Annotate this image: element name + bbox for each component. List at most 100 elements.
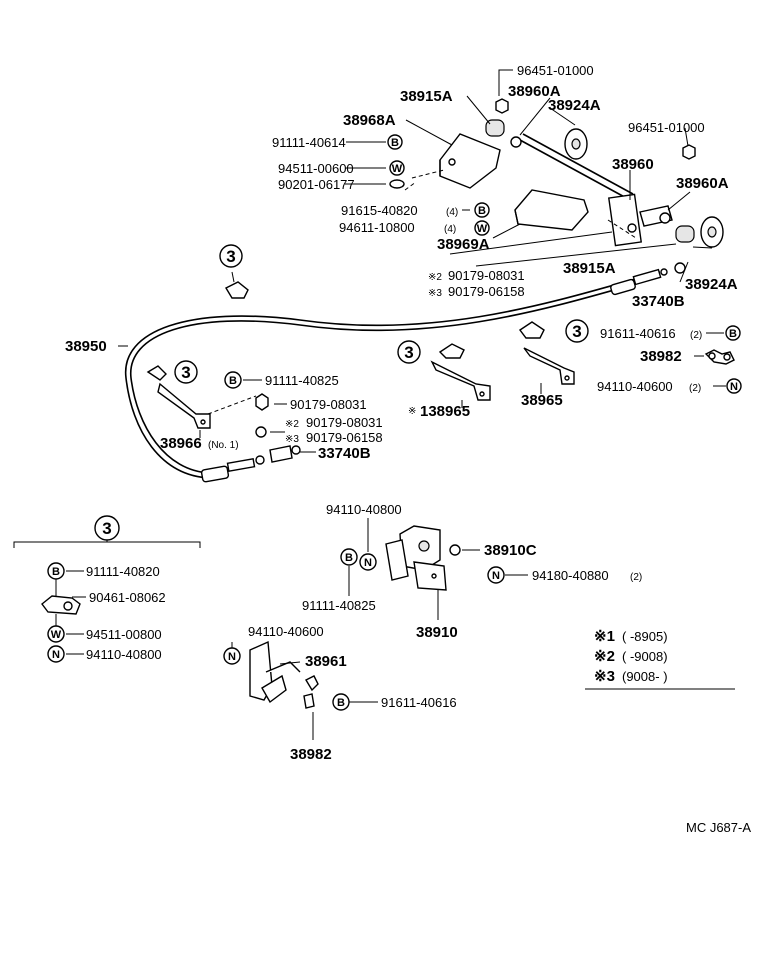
label-94511-00600: 94511-00600 (278, 161, 354, 176)
svg-text:3: 3 (226, 247, 235, 266)
legend-range-3: (9008- ) (622, 669, 668, 684)
nut-90179-08031 (255, 393, 269, 411)
label-94511-00800: 94511-00800 (86, 627, 162, 642)
label-90461-08062: 90461-08062 (89, 590, 166, 605)
bracket-138965 (430, 360, 491, 401)
label-38965: 38965 (521, 392, 563, 409)
label-94110-40600-right: 94110-40600 (597, 379, 673, 394)
clip-38982-center (303, 675, 319, 709)
legend-mark-3: ※3 (594, 668, 615, 685)
fitting-33740B-mid (269, 445, 301, 463)
bracket-38969A (514, 189, 589, 231)
label-94110-40600-center: 94110-40600 (248, 624, 324, 639)
circle-b-91111-40614: B (387, 134, 403, 150)
legend-mark-1: ※1 (594, 628, 615, 645)
label-38915A-top: 38915A (400, 88, 453, 105)
circle-w-94511-00800: W (47, 625, 65, 643)
note-star-138965: ※ (408, 406, 416, 417)
circle-b-91111-40820: B (47, 562, 65, 580)
label-90201-06177: 90201-06177 (278, 177, 355, 192)
nut-96451-top (495, 98, 509, 114)
label-38910C: 38910C (484, 542, 537, 559)
detail-3-title: 3 (94, 515, 120, 541)
label-91611-40616-right: 91611-40616 (600, 326, 676, 341)
nut-38910C (449, 544, 461, 556)
label-n3-90179-06158-mid: 90179-06158 (306, 430, 383, 445)
svg-text:B: B (52, 566, 60, 578)
pad-38924A-top (564, 128, 588, 160)
legend-mark-2: ※2 (594, 648, 615, 665)
svg-text:B: B (391, 137, 399, 149)
detail-3-callout-c: 3 (397, 340, 421, 364)
label-96451-01000-right: 96451-01000 (628, 120, 705, 135)
svg-text:3: 3 (181, 363, 190, 382)
circle-b-91615-40820: B (474, 202, 490, 218)
legend-row-3: ※3 (9008- ) (594, 668, 668, 685)
label-94611-10800: 94611-10800 (339, 220, 415, 235)
label-38960A-right: 38960A (676, 175, 729, 192)
bushing-38915A-top (485, 119, 505, 137)
label-94110-40800-center: 94110-40800 (326, 502, 402, 517)
detail-3-callout-d: 3 (174, 360, 198, 384)
bracket-38965 (523, 347, 575, 385)
washer-38960A-right (659, 212, 671, 224)
svg-text:3: 3 (572, 322, 581, 341)
label-96451-01000-top: 96451-01000 (517, 63, 594, 78)
label-138965: 138965 (420, 403, 470, 420)
svg-text:N: N (730, 381, 738, 393)
label-90179-08031-top: 90179-08031 (448, 268, 525, 283)
svg-text:W: W (51, 629, 62, 641)
svg-text:N: N (492, 570, 500, 582)
lever-rod-38960 (519, 133, 673, 247)
label-91111-40820: 91111-40820 (86, 564, 160, 579)
legend-range-2: ( -9008) (622, 649, 668, 664)
label-38960A-top: 38960A (508, 83, 561, 100)
label-94611-qty: (4) (444, 224, 456, 235)
washer-38960A-top (510, 136, 522, 148)
label-n2-90179-08031-mid: 90179-08031 (306, 415, 383, 430)
svg-text:3: 3 (102, 519, 111, 538)
label-38961: 38961 (305, 653, 347, 670)
label-38924A-right: 38924A (685, 276, 738, 293)
svg-text:B: B (337, 697, 345, 709)
svg-text:B: B (229, 375, 237, 387)
label-94180-qty: (2) (630, 572, 642, 583)
label-38924A-top: 38924A (548, 97, 601, 114)
label-91111-40825-mid: 91111-40825 (265, 373, 339, 388)
legend-row-2: ※2 ( -9008) (594, 648, 668, 665)
circle-w-94611-10800: W (474, 220, 490, 236)
note-star3-mid: ※3 (285, 434, 299, 445)
label-38960: 38960 (612, 156, 654, 173)
svg-text:W: W (392, 163, 403, 175)
label-33740B-mid: 33740B (318, 445, 371, 462)
label-38982-right: 38982 (640, 348, 682, 365)
circle-b-91111-40825-center: B (340, 548, 358, 566)
label-94110-40800-left: 94110-40800 (86, 647, 162, 662)
label-91611-qty: (2) (690, 330, 702, 341)
label-38968A: 38968A (343, 112, 396, 129)
label-38915A-right: 38915A (563, 260, 616, 277)
svg-text:N: N (228, 651, 236, 663)
label-38969A: 38969A (437, 236, 490, 253)
bracket-38968A (439, 133, 501, 189)
circle-b-91611-40616-center: B (332, 693, 350, 711)
clamp-3-right (518, 321, 545, 339)
clamp-3-mid (438, 343, 465, 359)
label-91615-40820: 91615-40820 (341, 203, 418, 218)
circle-n-94110-40600-center: N (223, 647, 241, 665)
note-star3-top: ※3 (428, 288, 442, 299)
label-38966-note: (No. 1) (208, 440, 239, 451)
note-star2-top: ※2 (428, 272, 442, 283)
label-38910: 38910 (416, 624, 458, 641)
circle-n-94110-40800-left: N (47, 645, 65, 663)
svg-text:N: N (52, 649, 60, 661)
detail-3-callout-b: 3 (565, 319, 589, 343)
nut-90179-06158 (255, 426, 267, 438)
label-33740B-top: 33740B (632, 293, 685, 310)
svg-text:N: N (364, 557, 372, 569)
bracket-38961 (249, 640, 301, 704)
circle-w-94511-00600: W (389, 160, 405, 176)
label-91111-40825-center: 91111-40825 (302, 598, 376, 613)
